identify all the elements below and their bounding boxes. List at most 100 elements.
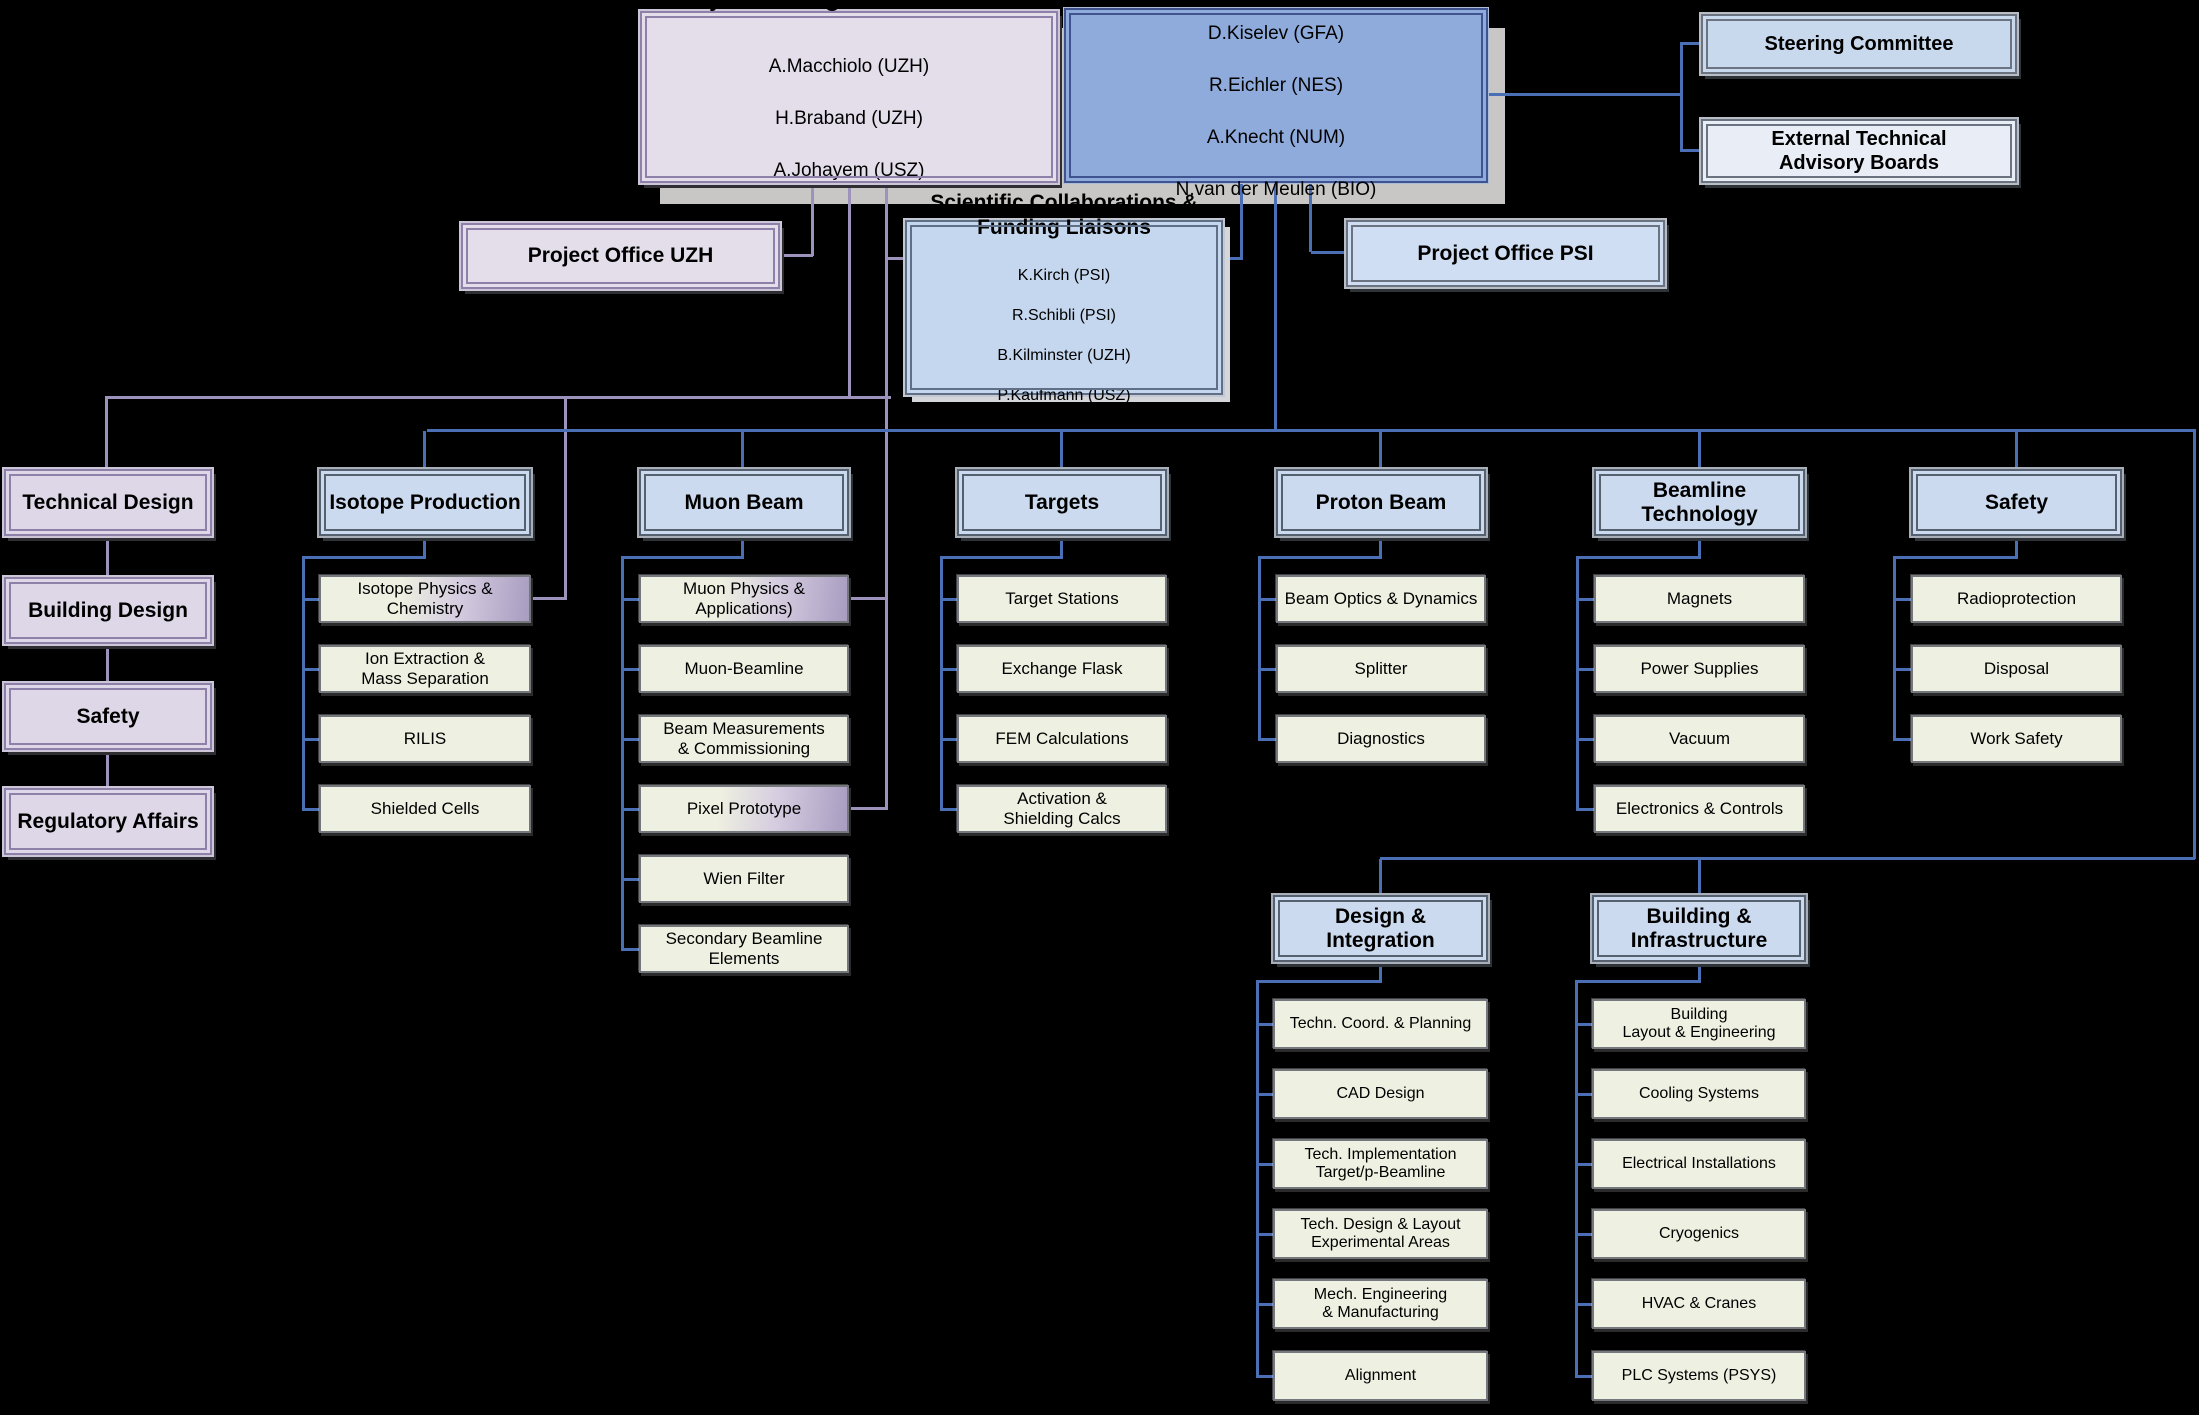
pm-uzh-box: Project Management UZH/USZ A.Macchiolo (… [640, 0, 1058, 183]
child-wien-filter: Wien Filter [639, 855, 849, 903]
connector-line [1256, 1163, 1273, 1166]
box-regulatory-affairs: Regulatory Affairs [4, 788, 212, 855]
connector-line [1258, 556, 1382, 559]
header-design-integration: Design & Integration [1273, 895, 1488, 962]
connector-line [621, 556, 624, 950]
connector-line [1893, 738, 1911, 741]
connector-line [1576, 556, 1579, 810]
connector-line [1258, 556, 1261, 740]
connector-line [621, 808, 639, 811]
child-diagnostics: Diagnostics [1276, 715, 1486, 763]
sci-member: B.Kilminster (UZH) [997, 346, 1131, 364]
pm-member: R.Eichler (NES) [1208, 75, 1344, 96]
header-building-infrastructure: Building & Infrastructure [1592, 895, 1806, 962]
connector-line [621, 948, 639, 951]
connector-line [302, 556, 426, 559]
connector-line [940, 556, 943, 810]
connector-line [1256, 1375, 1273, 1378]
child-cad-design: CAD Design [1273, 1069, 1488, 1119]
connector-line [621, 738, 639, 741]
external-advisory-box: External Technical Advisory Boards [1701, 119, 2017, 183]
pm-uzh-title: Project Management UZH/USZ [669, 0, 1029, 12]
header-beamline-technology: Beamline Technology [1594, 469, 1805, 536]
connector-line [1575, 1303, 1592, 1306]
connector-line [1575, 1093, 1592, 1096]
child-electronics-controls: Electronics & Controls [1594, 785, 1805, 833]
sci-member: K.Kirch (PSI) [1017, 266, 1111, 284]
connector-line [105, 396, 891, 399]
sci-collab-title: Scientific Collaborations & Funding Liai… [930, 190, 1198, 239]
connector-line [1893, 598, 1911, 601]
connector-line [940, 738, 957, 741]
connector-line [741, 431, 744, 469]
connector-line [1256, 980, 1259, 1377]
child-electrical-installations: Electrical Installations [1592, 1139, 1806, 1189]
connector-line [106, 750, 109, 788]
connector-line [1379, 536, 1382, 558]
connector-line [940, 598, 957, 601]
pm-member: A.Johayem (USZ) [773, 160, 925, 181]
connector-line [1893, 556, 2018, 559]
child-vacuum: Vacuum [1594, 715, 1805, 763]
child-plc-systems: PLC Systems (PSYS) [1592, 1351, 1806, 1401]
connector-line [940, 556, 1063, 559]
connector-line [780, 254, 813, 257]
header-muon-beam: Muon Beam [639, 469, 849, 536]
connector-line [1893, 668, 1911, 671]
child-fem-calculations: FEM Calculations [957, 715, 1167, 763]
connector-line [1698, 431, 1701, 469]
connector-line [105, 398, 108, 469]
child-cooling-systems: Cooling Systems [1592, 1069, 1806, 1119]
connector-line [1258, 668, 1276, 671]
child-radioprotection: Radioprotection [1911, 575, 2122, 623]
box-safety-left: Safety [4, 683, 212, 750]
connector-line [1575, 1163, 1592, 1166]
pm-psi-members: D.Kiselev (GFA) R.Eichler (NES) A.Knecht… [1176, 0, 1377, 229]
connector-line [1258, 738, 1276, 741]
connector-line [1060, 536, 1063, 558]
child-target-stations: Target Stations [957, 575, 1167, 623]
child-beam-measurements: Beam Measurements & Commissioning [639, 715, 849, 763]
connector-line [1682, 42, 1701, 45]
connector-line [302, 808, 319, 811]
pm-member: D.Kiselev (GFA) [1207, 23, 1345, 44]
connector-line [1256, 1093, 1273, 1096]
header-isotope-production: Isotope Production [319, 469, 531, 536]
connector-line [1576, 808, 1594, 811]
connector-line [2193, 431, 2196, 859]
connector-line [1575, 980, 1578, 1377]
connector-line [1379, 431, 1382, 469]
connector-line [531, 597, 567, 600]
child-pixel-prototype: Pixel Prototype [639, 785, 849, 833]
connector-line [1256, 1233, 1273, 1236]
connector-line [1240, 183, 1243, 260]
child-rilis: RILIS [319, 715, 531, 763]
header-proton-beam: Proton Beam [1276, 469, 1486, 536]
connector-line [1274, 183, 1277, 429]
connector-line [1698, 859, 1701, 895]
connector-line [848, 183, 851, 397]
connector-line [1576, 556, 1701, 559]
header-targets: Targets [957, 469, 1167, 536]
connector-line [811, 183, 814, 256]
connector-line [885, 183, 888, 810]
connector-line [849, 597, 887, 600]
connector-line [564, 398, 567, 599]
connector-line [1060, 431, 1063, 469]
connector-line [940, 668, 957, 671]
connector-line [423, 431, 426, 469]
connector-line [741, 536, 744, 558]
child-ion-extraction: Ion Extraction & Mass Separation [319, 645, 531, 693]
connector-line [1575, 1023, 1592, 1026]
child-secondary-beamline: Secondary Beamline Elements [639, 925, 849, 973]
sci-collab-members: K.Kirch (PSI) R.Schibli (PSI) B.Kilminst… [997, 246, 1130, 426]
connector-line [302, 738, 319, 741]
connector-line [1682, 149, 1701, 152]
header-safety: Safety [1911, 469, 2122, 536]
connector-line [1575, 980, 1701, 983]
child-tech-implementation: Tech. Implementation Target/p-Beamline [1273, 1139, 1488, 1189]
box-building-design: Building Design [4, 577, 212, 644]
connector-line [887, 257, 905, 260]
connector-line [849, 807, 887, 810]
